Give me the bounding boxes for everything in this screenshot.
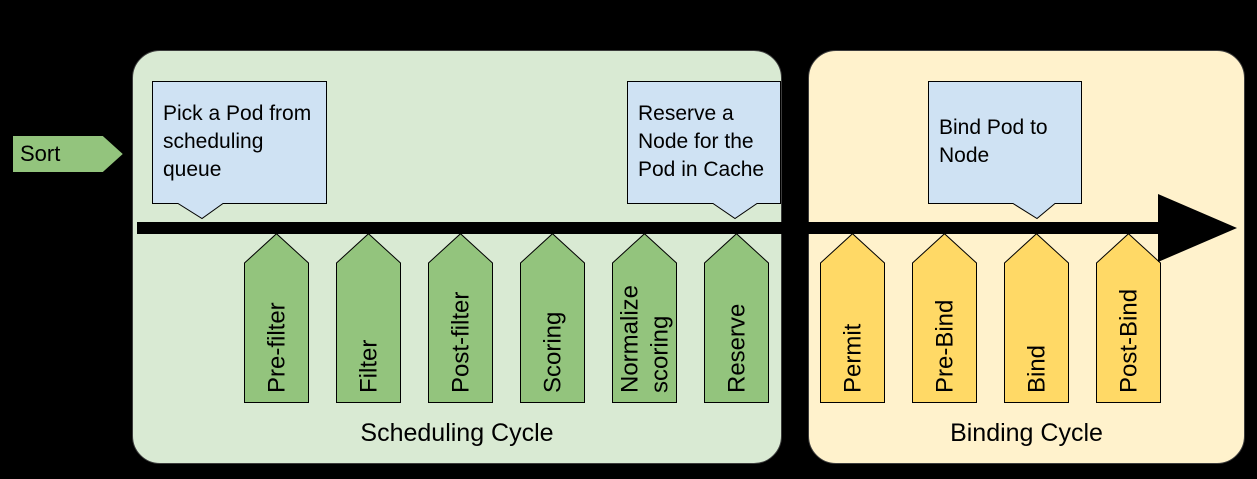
stage-label-filter: Filter [354, 339, 382, 393]
stage-label-reserve: Reserve [722, 303, 750, 393]
stage-arrow-pre-filter: Pre-filter [244, 233, 309, 403]
sort-label: Sort [20, 141, 61, 166]
stage-arrow-reserve: Reserve [704, 233, 769, 403]
timeline-arrow-shaft [137, 222, 1167, 234]
stage-label-post-bind: Post-Bind [1114, 288, 1142, 393]
stage-arrow-post-filter: Post-filter [428, 233, 493, 403]
stage-label-pre-filter: Pre-filter [262, 302, 290, 393]
stage-label-post-filter: Post-filter [446, 291, 474, 393]
stage-arrow-post-bind: Post-Bind [1096, 233, 1161, 403]
callout-bubble-shape [928, 81, 1082, 220]
sort-arrow: Sort [12, 135, 125, 174]
timeline-arrowhead-icon [1158, 194, 1237, 262]
stage-label-normalize-scoring: Normalize scoring [615, 284, 673, 393]
callout-reserve-node-text: Reserve a Node for the Pod in Cache [638, 102, 765, 181]
scheduling-cycle-label: Scheduling Cycle [360, 418, 554, 447]
stage-arrow-normalize-scoring: Normalize scoring [612, 233, 677, 403]
sort-arrow-shape [12, 135, 125, 173]
stage-arrow-scoring: Scoring [520, 233, 585, 403]
callout-pick-pod-text: Pick a Pod from scheduling queue [163, 102, 312, 181]
binding-cycle-label: Binding Cycle [950, 418, 1103, 447]
callout-bubble-shape [152, 81, 327, 220]
callout-bubble-shape [627, 81, 781, 220]
stage-arrow-bind: Bind [1004, 233, 1069, 403]
stage-label-scoring: Scoring [538, 311, 566, 393]
callout-bind-pod-text: Bind Pod to Node [939, 116, 1048, 167]
stage-arrow-filter: Filter [336, 233, 401, 403]
stage-label-bind: Bind [1022, 344, 1050, 393]
stage-arrow-pre-bind: Pre-Bind [912, 233, 977, 403]
stage-arrow-permit: Permit [820, 233, 885, 403]
stage-label-permit: Permit [838, 323, 866, 393]
stage-label-pre-bind: Pre-Bind [930, 299, 958, 393]
